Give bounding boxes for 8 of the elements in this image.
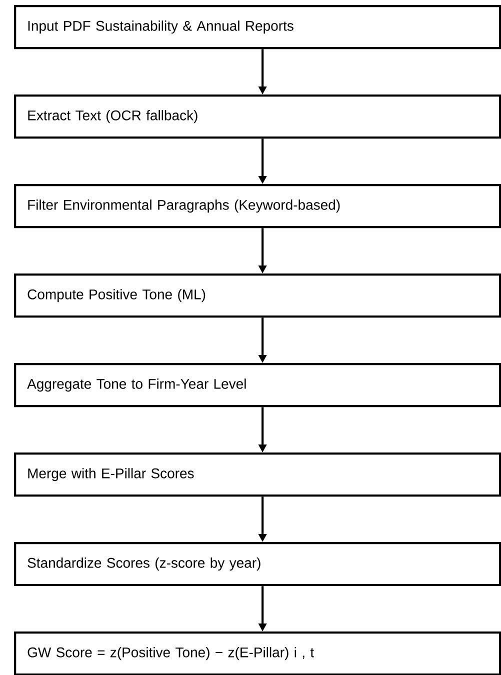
process-box: Filter Environmental Paragraphs (Keyword-based) xyxy=(14,184,501,228)
process-box: Merge with E-Pillar Scores xyxy=(14,452,501,497)
process-box: GW Score = z(Positive Tone) − z(E-Pillar) i , t xyxy=(14,632,501,675)
process-box: Input PDF Sustainability & Annual Reports xyxy=(14,5,501,50)
process-box: Compute Positive Tone (ML) xyxy=(14,274,501,318)
process-box: Extract Text (OCR fallback) xyxy=(14,94,501,139)
process-box: Aggregate Tone to Firm-Year Level xyxy=(14,363,501,408)
process-box: Standardize Scores (z-score by year) xyxy=(14,542,501,586)
